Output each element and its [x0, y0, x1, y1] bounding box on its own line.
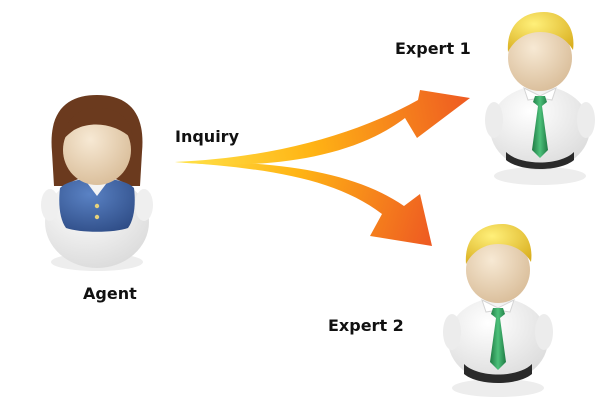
male-person-icon: [443, 224, 553, 397]
male-person-icon: [485, 12, 595, 185]
inquiry-label: Inquiry: [175, 127, 239, 146]
arrow-to-expert2: [175, 161, 432, 246]
expert-1-label: Expert 1: [395, 39, 471, 58]
female-person-icon: [41, 95, 153, 271]
expert-2-label: Expert 2: [328, 316, 404, 335]
agent-label: Agent: [83, 284, 137, 303]
split-arrow-icon: [175, 90, 470, 246]
arrow-to-expert1: [175, 90, 470, 165]
